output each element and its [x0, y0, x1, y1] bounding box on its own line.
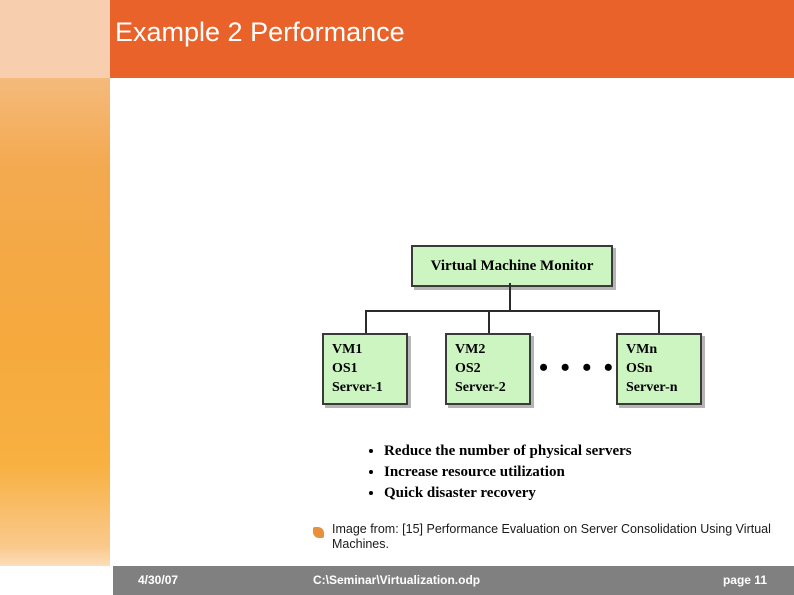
- ellipsis-dots: • • • •: [539, 353, 616, 382]
- connector-vertical-2: [488, 310, 490, 334]
- vm-node-2-os: OS2: [455, 361, 481, 376]
- vm-node-n: VMn OSn Server-n: [616, 333, 702, 405]
- vm-node-2-vm: VM2: [455, 342, 486, 357]
- virtual-machine-monitor-label: Virtual Machine Monitor: [430, 257, 594, 274]
- footer-left-strip: [0, 566, 113, 595]
- page-title: Example 2 Performance: [115, 17, 405, 47]
- image-credit-text: Image from: [15] Performance Evaluation …: [332, 522, 771, 551]
- bullet-icon: [313, 527, 324, 538]
- slide-footer: 4/30/07 C:\Seminar\Virtualization.odp pa…: [113, 566, 794, 595]
- vm-node-2: VM2 OS2 Server-2: [445, 333, 531, 405]
- header-underline: [110, 78, 794, 81]
- virtual-machine-monitor-box: Virtual Machine Monitor: [411, 245, 613, 287]
- vm-architecture-diagram: Virtual Machine Monitor VM1 OS1 Server-1…: [308, 161, 728, 431]
- image-credit: Image from: [15] Performance Evaluation …: [313, 522, 783, 552]
- vm-node-1-vm: VM1: [332, 342, 363, 357]
- left-accent-band: [0, 0, 110, 595]
- connector-horizontal: [365, 310, 660, 312]
- connector-vertical-main: [509, 283, 511, 311]
- band-divider: [110, 0, 113, 595]
- vm-node-n-server: Server-n: [626, 380, 678, 395]
- left-accent-band-top: [0, 0, 110, 78]
- list-item: Increase resource utilization: [384, 462, 786, 483]
- slide-header: [110, 0, 794, 78]
- list-item: Reduce the number of physical servers: [384, 441, 786, 462]
- vm-node-1-server: Server-1: [332, 380, 383, 395]
- vm-node-2-server: Server-2: [455, 380, 506, 395]
- footer-date: 4/30/07: [138, 573, 179, 587]
- connector-vertical-1: [365, 310, 367, 334]
- vm-node-1: VM1 OS1 Server-1: [322, 333, 408, 405]
- footer-file-path: C:\Seminar\Virtualization.odp: [313, 573, 481, 587]
- vm-node-n-os: OSn: [626, 361, 653, 376]
- vm-node-n-vm: VMn: [626, 342, 658, 357]
- slide-content: Virtual Machine Monitor VM1 OS1 Server-1…: [113, 81, 794, 595]
- benefits-list: Reduce the number of physical servers In…: [366, 441, 786, 504]
- connector-vertical-3: [658, 310, 660, 334]
- footer-page-number: page 11: [722, 573, 767, 587]
- vm-node-1-os: OS1: [332, 361, 358, 376]
- list-item: Quick disaster recovery: [384, 483, 786, 504]
